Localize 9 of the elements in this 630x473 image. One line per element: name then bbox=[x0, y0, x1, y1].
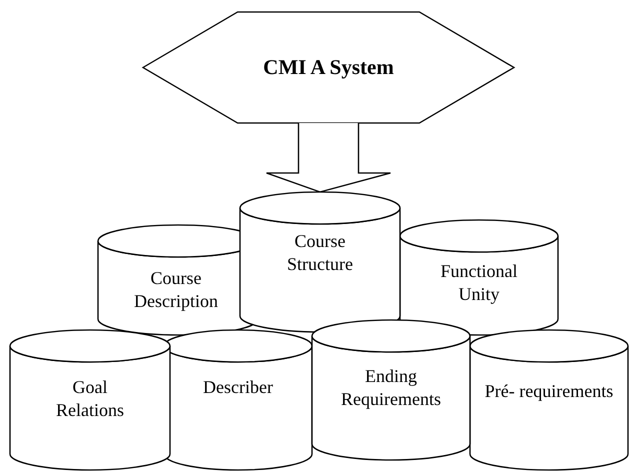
database-label: Ending Requirements bbox=[340, 365, 442, 410]
database-label: Goal Relations bbox=[55, 376, 125, 421]
database-label: Describer bbox=[202, 376, 274, 398]
database-label: Functional Unity bbox=[440, 260, 518, 305]
system-title: CMI A System bbox=[262, 54, 395, 80]
database-label: Course Description bbox=[133, 267, 219, 312]
database-label: Pré- requirements bbox=[484, 380, 614, 402]
database-label: Course Structure bbox=[286, 230, 354, 275]
block-arrow bbox=[266, 122, 392, 193]
